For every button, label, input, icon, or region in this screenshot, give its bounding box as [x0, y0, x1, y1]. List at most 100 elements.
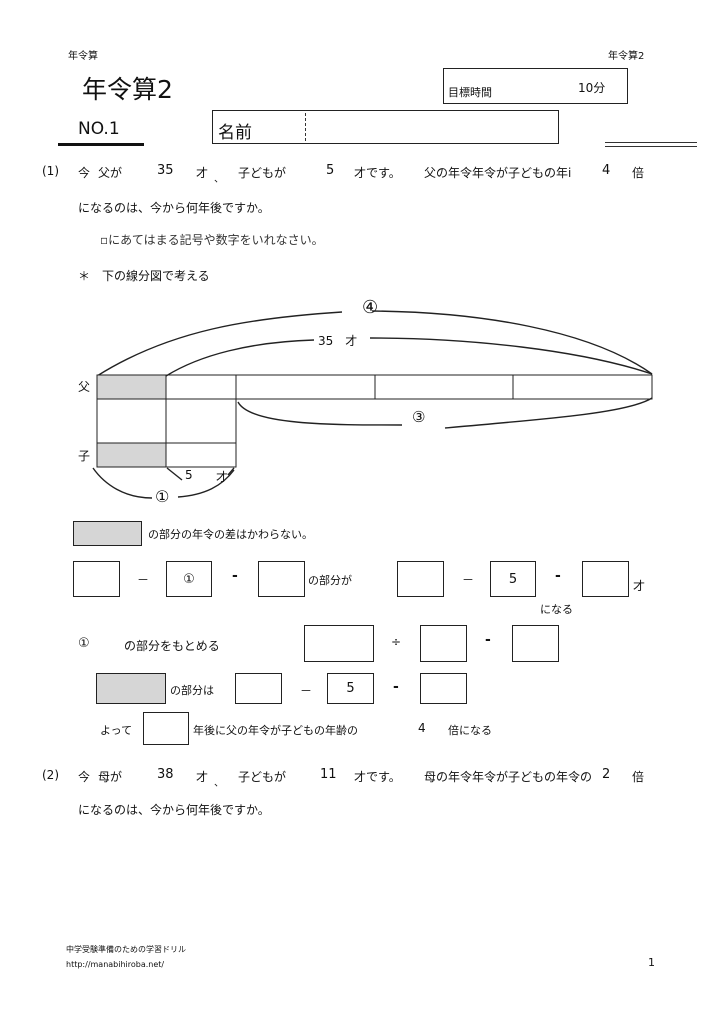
- p2-condition: 母の年令年令が子どもの年令の: [424, 770, 593, 784]
- answer-box-4[interactable]: [582, 561, 629, 597]
- father-bar-seg2: [165, 374, 237, 400]
- drill-number-underline: [58, 143, 144, 146]
- row3-gray-box: [96, 673, 166, 704]
- drill-number: NO.1: [78, 119, 120, 139]
- father-bar-seg4: [374, 374, 514, 400]
- label-circle-3: ③: [412, 408, 426, 426]
- problem1-question: になるのは、今から何年後ですか。: [78, 201, 270, 215]
- name-field[interactable]: 名前: [212, 110, 559, 144]
- problem2-question: になるのは、今から何年後ですか。: [78, 803, 270, 817]
- target-time-box: 目標時間 10分: [443, 68, 628, 104]
- row4-text: 年後に父の年令が子どもの年齢の: [193, 724, 358, 737]
- answer-box-3[interactable]: [397, 561, 444, 597]
- child-bar-seg2: [165, 442, 237, 468]
- brace-1-right: [177, 469, 235, 498]
- row3-text: の部分は: [170, 684, 214, 697]
- p1-bai: 倍: [632, 166, 645, 180]
- p2-child-word: 子どもが: [238, 770, 287, 784]
- label-child: 子: [78, 449, 91, 463]
- row3-five-box: 5: [327, 673, 374, 704]
- target-time-value: 10分: [578, 81, 606, 95]
- p1-comma: 、: [214, 174, 224, 185]
- header-title-right: 年令算2: [608, 51, 645, 62]
- brace-3-left: [237, 401, 403, 426]
- brace-3-right: [444, 397, 653, 429]
- target-time-label: 目標時間: [448, 86, 492, 99]
- row2-divide: ÷: [391, 635, 402, 649]
- p2-word-ima: 今: [78, 770, 91, 784]
- brace-1-left: [92, 467, 153, 499]
- answer-box-2[interactable]: [258, 561, 305, 597]
- label-circle-1: ①: [155, 487, 170, 506]
- rule-bottom: [605, 146, 697, 147]
- row2-text: の部分をもとめる: [124, 639, 220, 653]
- answer-box-9[interactable]: [420, 673, 467, 704]
- name-divider: [305, 113, 306, 141]
- brace-35-left: [165, 339, 315, 377]
- p2-bai: 倍: [632, 770, 645, 784]
- row1-minus-1: －: [137, 573, 150, 587]
- page-number: 1: [648, 956, 655, 969]
- name-label: 名前: [218, 123, 252, 143]
- label-35-sai: 35 才: [318, 334, 358, 348]
- p1-word-ima: 今: [78, 166, 91, 180]
- p2-sai-desu: 才です。: [354, 770, 401, 784]
- p1-condition: 父の年令年令が子どもの年i: [424, 166, 572, 180]
- brace-5-left: [166, 467, 183, 481]
- footer-drill-name: 中学受験準備のための学習ドリル: [66, 945, 186, 954]
- row3-minus-1: －: [300, 684, 313, 698]
- row3-five: 5: [346, 681, 355, 696]
- row1-part-label: の部分が: [308, 574, 352, 587]
- row1-five: 5: [508, 571, 518, 587]
- row1-minus-3: －: [462, 573, 475, 587]
- legend-gray-box: [73, 521, 142, 546]
- row1-minus-4: -: [555, 568, 561, 584]
- father-bar-seg3: [235, 374, 376, 400]
- brace-4-left: [96, 311, 343, 377]
- label-5: 5: [185, 468, 193, 482]
- row1-circle1-box: ①: [166, 561, 212, 597]
- label-father: 父: [78, 380, 91, 394]
- row4-four: 4: [418, 721, 426, 735]
- page-title: 年令算2: [82, 75, 173, 104]
- p2-child-age: 11: [320, 767, 337, 782]
- brace-4-right: [371, 310, 653, 375]
- p2-sai: 才: [196, 770, 209, 784]
- problem1-number: (1): [42, 164, 59, 178]
- row1-five-box: 5: [490, 561, 536, 597]
- row1-sai: 才: [633, 579, 646, 593]
- grid-cell-left: [96, 398, 167, 444]
- row4-yotte: よって: [100, 724, 133, 737]
- row3-minus-2: -: [393, 679, 399, 695]
- footer-url[interactable]: http://manabihiroba.net/: [66, 960, 165, 969]
- p1-sai: 才: [196, 166, 209, 180]
- difference-unchanged-text: の部分の年令の差はかわらない。: [148, 528, 313, 541]
- rule-top: [605, 142, 697, 143]
- p2-multiple: 2: [602, 767, 611, 782]
- diagram-hint: ＊ 下の線分図で考える: [78, 269, 210, 283]
- child-bar-gray: [96, 442, 167, 468]
- row1-minus-2: -: [232, 568, 238, 584]
- row1-circle1: ①: [183, 571, 195, 587]
- p1-multiple: 4: [602, 163, 611, 178]
- brace-35-right: [369, 337, 653, 375]
- answer-box-1[interactable]: [73, 561, 120, 597]
- p2-comma: 、: [214, 778, 224, 789]
- p1-child-word: 子どもが: [238, 166, 287, 180]
- answer-box-6[interactable]: [420, 625, 467, 662]
- p2-mother-age: 38: [157, 767, 174, 782]
- brace-5-right: [227, 467, 235, 476]
- answer-box-8[interactable]: [235, 673, 282, 704]
- label-circle-4: ④: [362, 297, 379, 318]
- answer-box-7[interactable]: [512, 625, 559, 662]
- row2-minus: -: [485, 632, 491, 648]
- father-bar-seg5: [512, 374, 653, 400]
- instruction: ▫にあてはまる記号や数字をいれなさい。: [100, 233, 324, 247]
- father-bar-gray: [96, 374, 167, 400]
- answer-box-10[interactable]: [143, 712, 189, 745]
- row2-circle: ①: [78, 636, 90, 651]
- p1-sai-desu: 才です。: [354, 166, 401, 180]
- answer-box-5[interactable]: [304, 625, 374, 662]
- p1-child-age: 5: [326, 163, 335, 178]
